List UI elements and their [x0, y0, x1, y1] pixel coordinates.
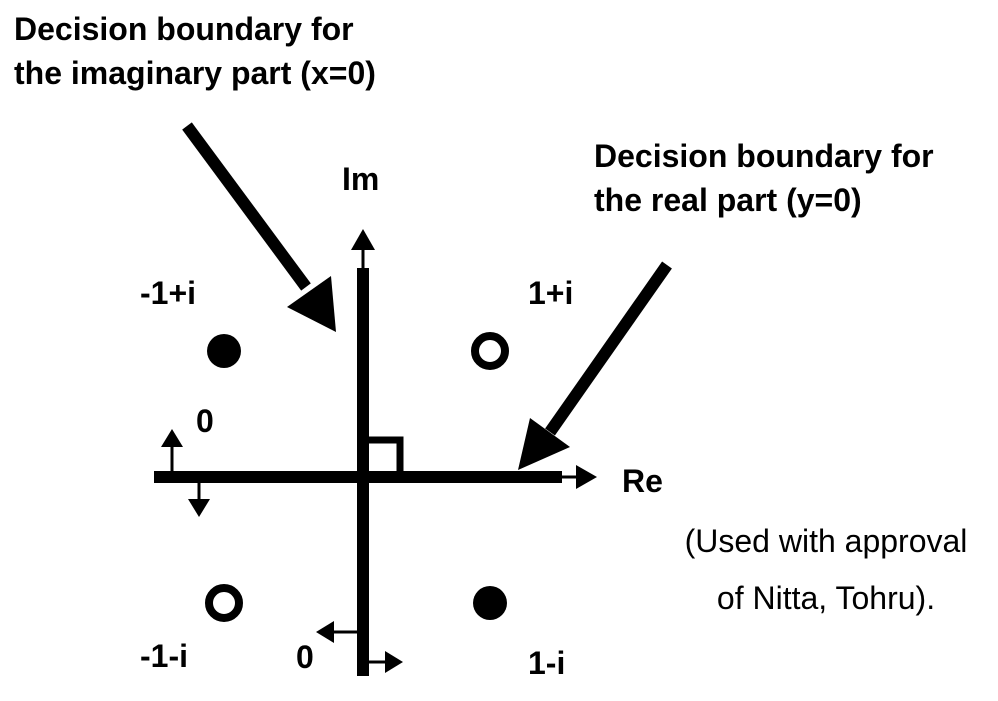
- constellation-point-hollow-1: [471, 332, 509, 370]
- constellation-points: [205, 332, 509, 622]
- imag-boundary-pointer-arrow: [182, 122, 336, 332]
- credit-line-1: (Used with approval: [685, 523, 968, 559]
- imag-boundary-line-1: Decision boundary for: [14, 11, 354, 47]
- re-axis-label: Re: [622, 463, 663, 499]
- real-axis-arrowhead: [576, 465, 597, 489]
- credit-line-2: of Nitta, Tohru).: [717, 580, 935, 616]
- point-label-neg1-minus-i: -1-i: [140, 638, 188, 674]
- imag-decision-zero-label: 0: [296, 639, 314, 675]
- imaginary-axis-arrowhead: [351, 229, 375, 250]
- real-boundary-pointer-arrow: [518, 261, 672, 470]
- real-boundary-line-2: the real part (y=0): [594, 182, 862, 218]
- right-angle-marker: [368, 436, 404, 472]
- point-label-neg1-plus-i: -1+i: [140, 275, 196, 311]
- imag-decision-arrows: [316, 621, 403, 673]
- real-decision-zero-label: 0: [196, 403, 214, 439]
- imag-boundary-line-2: the imaginary part (x=0): [14, 55, 376, 91]
- real-decision-arrows: [161, 429, 210, 517]
- constellation-point-filled-3: [473, 586, 507, 620]
- point-label-1-minus-i: 1-i: [528, 645, 565, 681]
- point-label-1-plus-i: 1+i: [528, 275, 573, 311]
- im-axis-label: Im: [342, 161, 379, 197]
- constellation-point-hollow-2: [205, 584, 243, 622]
- real-boundary-line-1: Decision boundary for: [594, 138, 934, 174]
- constellation-point-filled-0: [207, 334, 241, 368]
